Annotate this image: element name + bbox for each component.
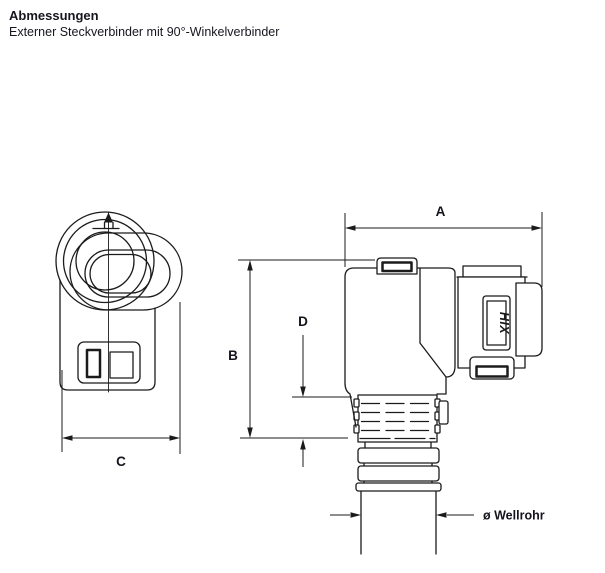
mating-face-outer [69, 232, 183, 311]
front-latch-square [109, 351, 134, 379]
front-latch-slot [85, 348, 102, 379]
elbow-body [344, 267, 456, 428]
threaded-section [353, 394, 441, 443]
front-latch-window [77, 341, 141, 384]
mating-face-inner [89, 253, 152, 294]
dim-wellrohr-label: ø Wellrohr [483, 509, 545, 523]
page-subtitle: Externer Steckverbinder mit 90°-Winkelve… [9, 25, 280, 39]
gland-ring-1 [357, 447, 440, 464]
elbow-neck [436, 376, 447, 395]
dim-a-label: A [436, 204, 446, 219]
bottom-latch [469, 356, 515, 380]
side-view-drawing: HIX [344, 257, 543, 555]
dim-b-label: B [228, 348, 238, 363]
coupling-ring-inner [75, 231, 135, 291]
front-body [59, 279, 156, 391]
dimension-b: B [228, 259, 375, 439]
dim-d-label: D [298, 314, 308, 329]
dimension-wellrohr: ø Wellrohr [330, 509, 545, 523]
gland-ring-2 [357, 465, 440, 482]
gland-ring-3 [355, 482, 442, 492]
front-view-drawing [55, 211, 183, 393]
dimension-a: A [344, 204, 543, 287]
page-title: Abmessungen [9, 8, 99, 23]
plug-top-step [462, 265, 522, 278]
thread-side-tab [438, 400, 449, 425]
dimension-d: D [292, 314, 352, 467]
mating-face-middle [84, 249, 171, 298]
dimension-c: C [61, 302, 181, 469]
top-latch [376, 257, 418, 275]
plug-end-cap [515, 282, 543, 357]
page-header: Abmessungen Externer Steckverbinder mit … [9, 7, 279, 41]
brand-logo-text: HIX [497, 312, 511, 335]
brand-label-plate: HIX [482, 295, 511, 351]
dim-c-label: C [116, 454, 126, 469]
